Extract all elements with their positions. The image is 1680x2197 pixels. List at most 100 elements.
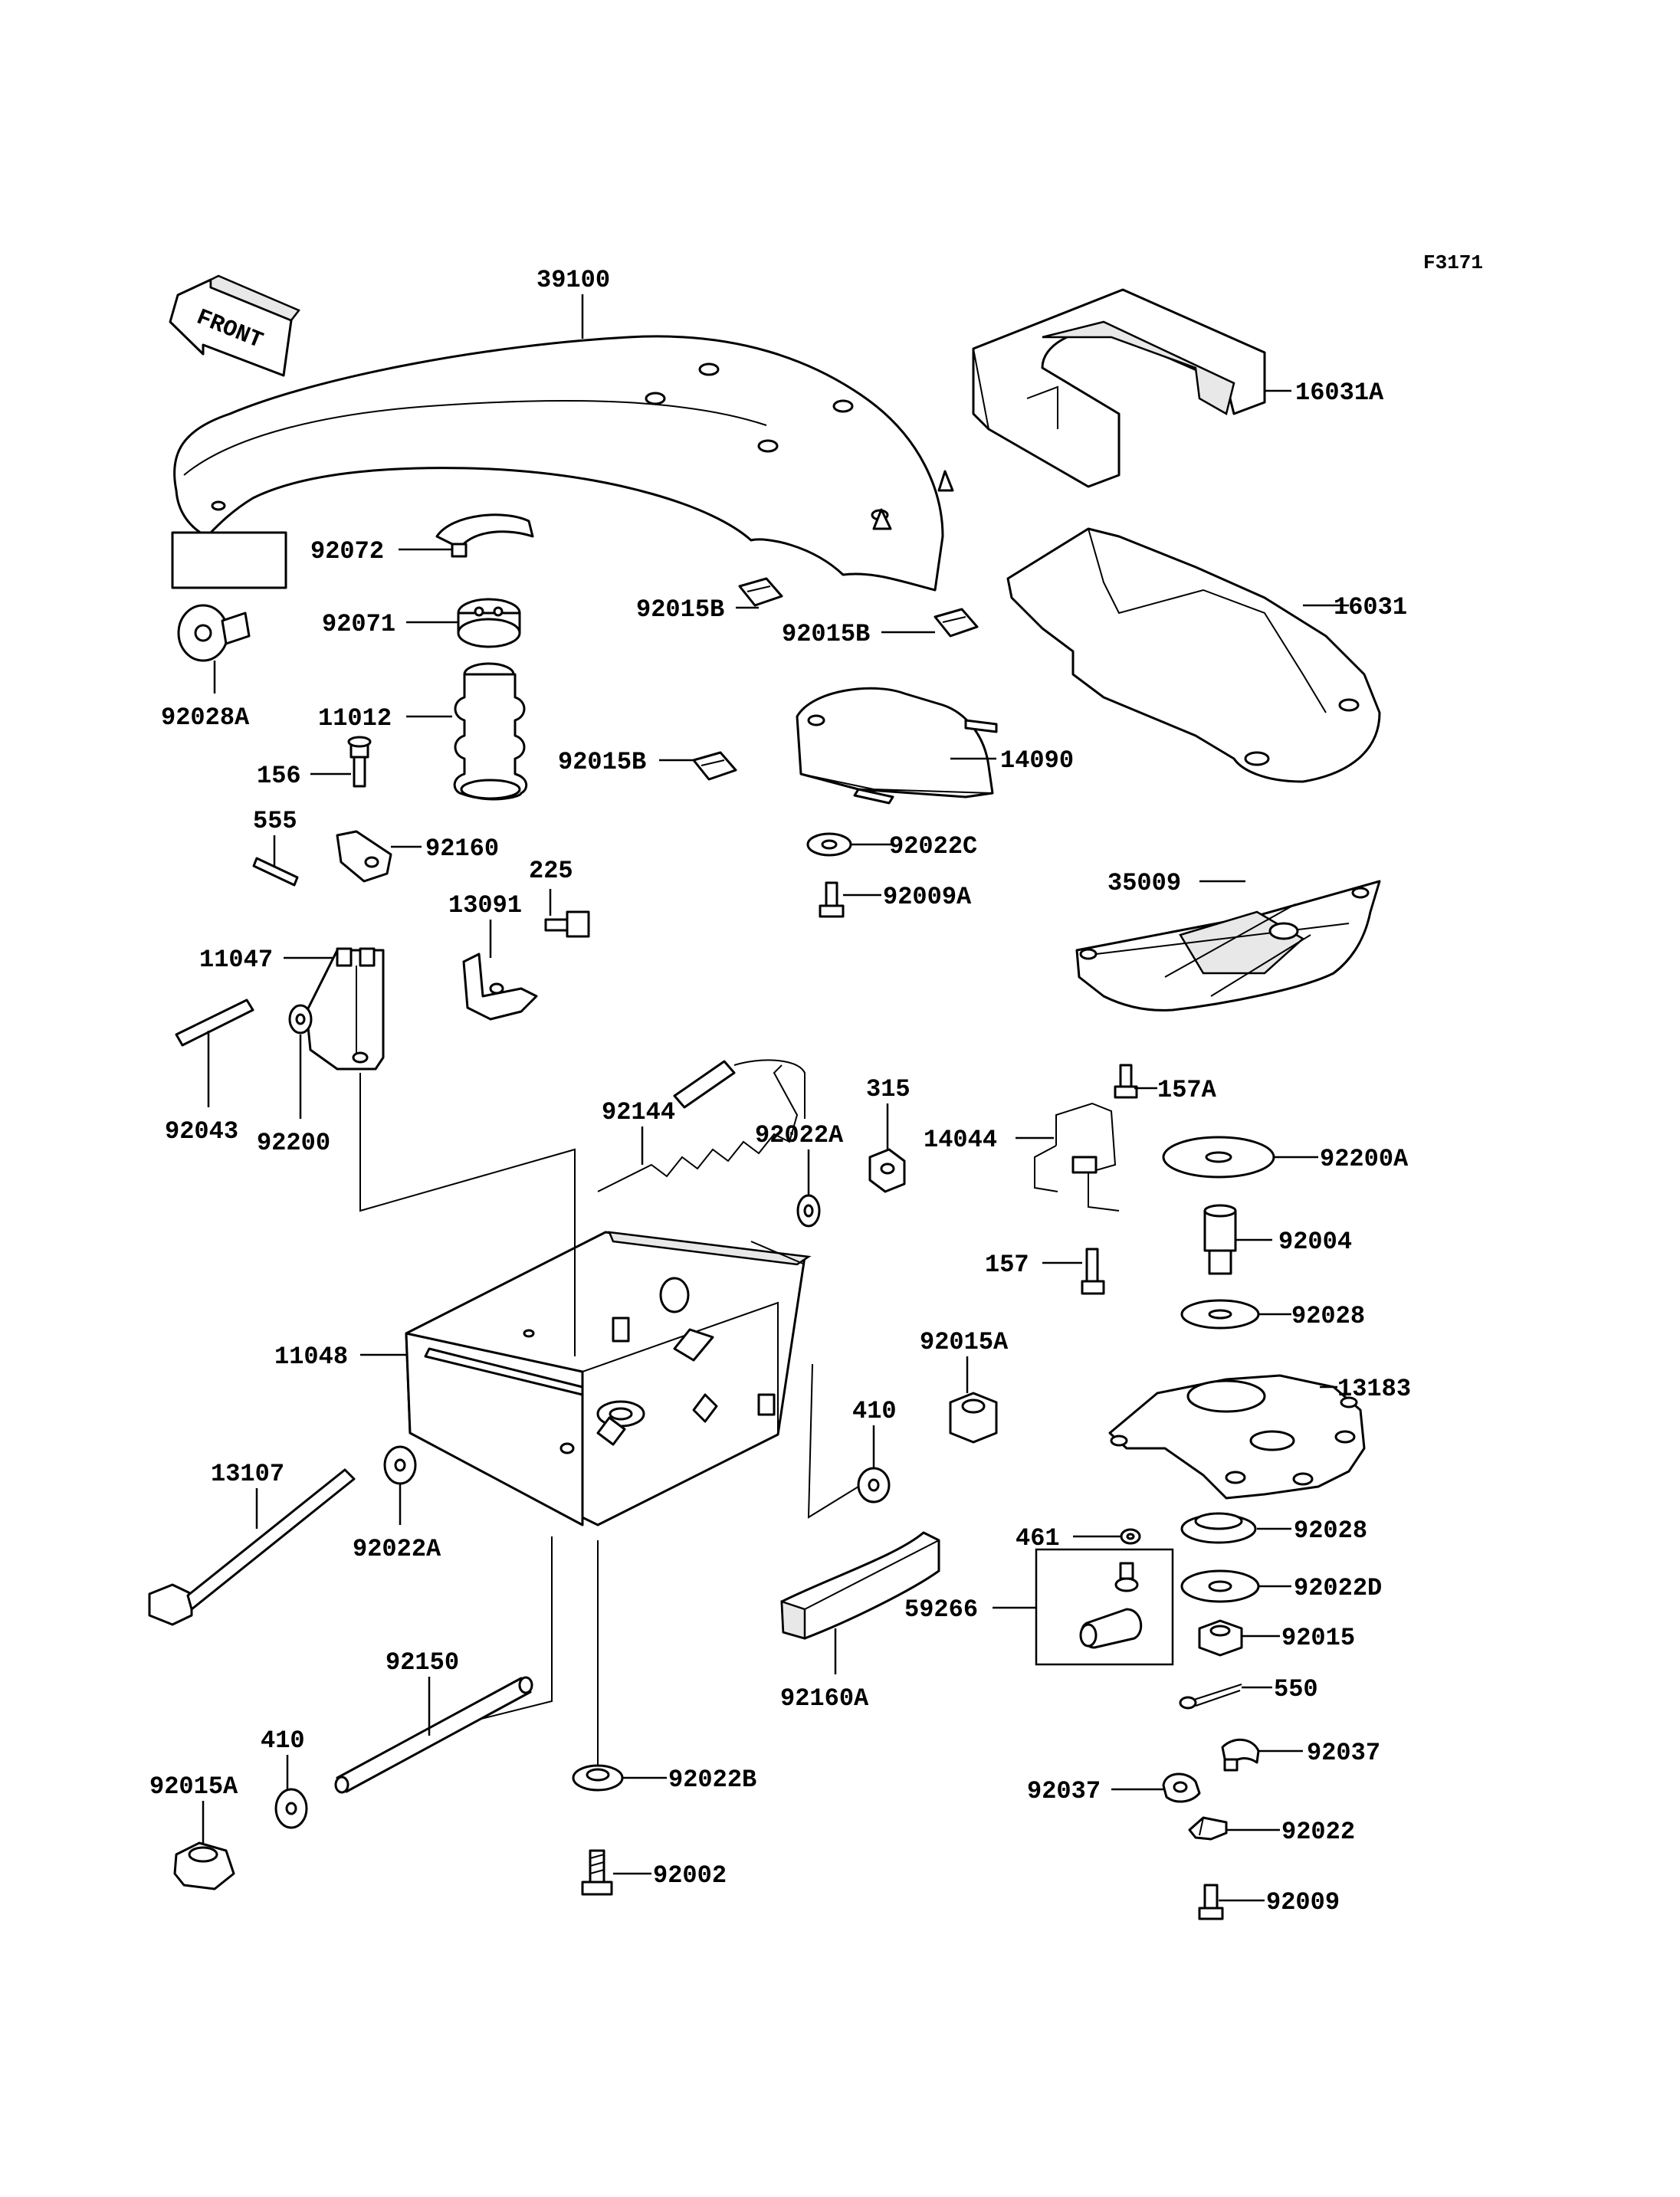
- part-92015B-clip-3: [692, 751, 737, 781]
- part-92200-washer: [288, 1004, 313, 1035]
- label-39100: 39100: [536, 266, 610, 294]
- label-550: 550: [1274, 1675, 1318, 1703]
- label-35009: 35009: [1107, 869, 1181, 897]
- part-92004-stud: [1203, 1204, 1237, 1275]
- label-92015: 92015: [1281, 1624, 1355, 1652]
- part-39100-fender: [173, 335, 954, 592]
- label-92022: 92022: [1281, 1818, 1355, 1846]
- part-92022A-washer-2: [383, 1445, 417, 1485]
- part-35009-base: [1075, 880, 1381, 1012]
- label-13107: 13107: [211, 1460, 284, 1488]
- part-13183-plate: [1108, 1374, 1366, 1500]
- label-92009: 92009: [1266, 1888, 1340, 1917]
- label-92160A: 92160A: [780, 1684, 869, 1713]
- label-92200A: 92200A: [1320, 1145, 1409, 1173]
- part-92022B-washer: [572, 1764, 624, 1792]
- part-550-cotter-pin: [1179, 1684, 1242, 1710]
- part-92043-pin: [175, 998, 254, 1047]
- part-92028-washer-2: [1180, 1512, 1257, 1544]
- label-225: 225: [529, 857, 573, 885]
- part-11047-bracket: [305, 947, 385, 1071]
- part-11048-battery-case: [405, 1231, 812, 1526]
- part-11012-boot: [453, 662, 528, 801]
- part-315-nut: [868, 1148, 906, 1193]
- part-555-pin: [252, 857, 299, 887]
- part-92037-clamp-1: [1221, 1738, 1260, 1772]
- part-92028A-grommet: [177, 604, 251, 662]
- part-461-clip: [1120, 1528, 1141, 1545]
- label-16031: 16031: [1334, 593, 1407, 621]
- label-92015A-2: 92015A: [149, 1772, 238, 1801]
- part-225-screw: [544, 910, 590, 938]
- part-13091-bracket: [462, 953, 538, 1021]
- label-461: 461: [1016, 1524, 1060, 1553]
- label-157: 157: [985, 1251, 1029, 1279]
- label-92028-2: 92028: [1294, 1517, 1367, 1545]
- part-92160A-block: [780, 1531, 940, 1640]
- part-92144-spring: [597, 1059, 806, 1192]
- part-92015-nut: [1198, 1619, 1243, 1657]
- label-92022C: 92022C: [889, 832, 977, 861]
- label-92009A: 92009A: [883, 883, 972, 911]
- part-13107-bolt: [148, 1468, 356, 1626]
- label-16031A: 16031A: [1295, 379, 1384, 407]
- label-156: 156: [257, 762, 301, 790]
- part-92160-bracket: [336, 830, 392, 883]
- part-92071-cap: [457, 598, 521, 648]
- label-plate: [171, 531, 287, 589]
- part-14090-cover: [796, 687, 998, 805]
- figure-code: F3171: [1423, 251, 1483, 274]
- part-410-washer-1: [857, 1467, 891, 1503]
- label-92200: 92200: [257, 1129, 330, 1157]
- label-92043: 92043: [165, 1117, 238, 1146]
- part-92015B-clip-1: [738, 577, 783, 607]
- label-92144: 92144: [602, 1098, 675, 1126]
- part-157A-bolt: [1114, 1064, 1138, 1099]
- label-14044: 14044: [924, 1126, 997, 1154]
- part-92009-screw: [1198, 1884, 1224, 1920]
- front-arrow-icon: FRONT: [169, 274, 300, 377]
- part-92037-clamp-2: [1162, 1772, 1201, 1803]
- part-92009A-screw: [819, 881, 845, 918]
- label-13091: 13091: [448, 891, 522, 920]
- part-59266-kit: [1035, 1548, 1174, 1666]
- part-16031A-bracket: [972, 288, 1266, 488]
- label-92037-1: 92037: [1307, 1739, 1380, 1767]
- part-92022C-washer: [806, 832, 852, 857]
- part-92022D-washer: [1180, 1569, 1260, 1603]
- label-14090: 14090: [1000, 746, 1074, 775]
- label-92028A: 92028A: [161, 703, 250, 732]
- label-92028-1: 92028: [1291, 1302, 1365, 1330]
- part-92015A-nut-1: [949, 1392, 998, 1444]
- part-92015B-clip-2: [934, 608, 979, 638]
- part-92028-washer-1: [1180, 1299, 1260, 1330]
- label-92160: 92160: [425, 835, 499, 863]
- part-92022A-washer-1: [796, 1194, 821, 1228]
- part-92072-clamp: [435, 513, 534, 558]
- label-92150: 92150: [386, 1648, 459, 1677]
- label-92015B-1: 92015B: [636, 595, 724, 624]
- part-92200A-washer: [1162, 1136, 1275, 1179]
- part-92002-bolt: [581, 1849, 613, 1896]
- label-410-2: 410: [261, 1726, 305, 1755]
- label-410-1: 410: [852, 1397, 897, 1425]
- label-92022A-2: 92022A: [353, 1535, 441, 1563]
- label-92037-2: 92037: [1027, 1777, 1101, 1805]
- label-315: 315: [866, 1075, 911, 1103]
- label-11012: 11012: [318, 704, 392, 733]
- part-16031-cover: [1006, 527, 1381, 783]
- part-92015A-nut-2: [173, 1841, 235, 1890]
- label-157A: 157A: [1157, 1076, 1217, 1104]
- label-92022D: 92022D: [1294, 1574, 1382, 1602]
- label-555: 555: [253, 807, 297, 835]
- label-92022B: 92022B: [668, 1766, 756, 1794]
- part-156-bolt: [347, 736, 372, 788]
- label-92072: 92072: [310, 537, 384, 566]
- label-92015B-3: 92015B: [558, 748, 646, 776]
- part-92150-bolt: [334, 1676, 533, 1794]
- label-13183: 13183: [1337, 1375, 1411, 1403]
- part-157-bolt: [1081, 1248, 1105, 1295]
- label-59266: 59266: [904, 1595, 978, 1624]
- label-11048: 11048: [274, 1343, 348, 1371]
